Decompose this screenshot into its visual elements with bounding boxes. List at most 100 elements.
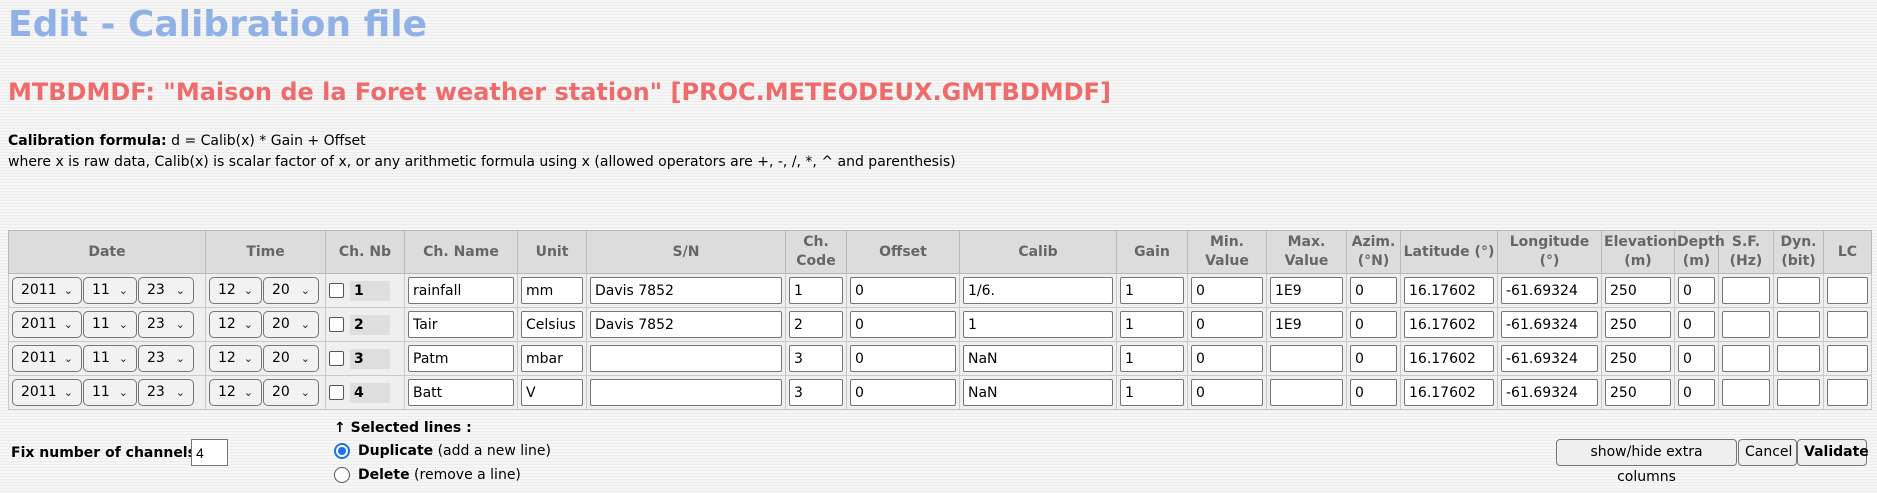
minute-select[interactable]: 20⌄ — [263, 345, 319, 372]
gain-input[interactable] — [1120, 311, 1184, 338]
month-select[interactable]: 11⌄ — [83, 379, 137, 406]
sn-input[interactable] — [590, 311, 782, 338]
year-select[interactable]: 2011⌄ — [12, 277, 82, 304]
offset-input[interactable] — [850, 379, 956, 406]
elevation-input[interactable] — [1605, 277, 1671, 304]
ch-name-input[interactable] — [408, 277, 514, 304]
azim-input[interactable] — [1350, 379, 1397, 406]
dyn-input[interactable] — [1777, 345, 1820, 372]
depth-input[interactable] — [1678, 311, 1715, 338]
month-select[interactable]: 11⌄ — [83, 311, 137, 338]
azim-input[interactable] — [1350, 345, 1397, 372]
unit-input[interactable] — [521, 311, 583, 338]
max-value-input[interactable] — [1270, 379, 1343, 406]
year-select[interactable]: 2011⌄ — [12, 345, 82, 372]
row-select-checkbox[interactable] — [329, 351, 344, 367]
cancel-button[interactable]: Cancel — [1738, 439, 1797, 466]
offset-input[interactable] — [850, 277, 956, 304]
unit-input[interactable] — [521, 277, 583, 304]
minute-select[interactable]: 20⌄ — [263, 379, 319, 406]
duplicate-option[interactable]: Duplicate (add a new line) — [334, 443, 551, 459]
latitude-input[interactable] — [1404, 379, 1494, 406]
offset-input[interactable] — [850, 311, 956, 338]
row-select-checkbox[interactable] — [329, 385, 344, 401]
elevation-input[interactable] — [1605, 379, 1671, 406]
depth-input[interactable] — [1678, 277, 1715, 304]
calib-input[interactable] — [963, 311, 1113, 338]
sn-input[interactable] — [590, 277, 782, 304]
max-value-input[interactable] — [1270, 277, 1343, 304]
dyn-input[interactable] — [1777, 277, 1820, 304]
day-select[interactable]: 23⌄ — [138, 379, 194, 406]
ch-name-input[interactable] — [408, 345, 514, 372]
gain-input[interactable] — [1120, 277, 1184, 304]
latitude-input[interactable] — [1404, 311, 1494, 338]
latitude-input[interactable] — [1404, 277, 1494, 304]
longitude-input[interactable] — [1501, 379, 1598, 406]
unit-input[interactable] — [521, 345, 583, 372]
sn-input[interactable] — [590, 379, 782, 406]
lc-input[interactable] — [1827, 379, 1868, 406]
gain-input[interactable] — [1120, 379, 1184, 406]
day-select[interactable]: 23⌄ — [138, 311, 194, 338]
sf-input[interactable] — [1722, 379, 1770, 406]
show-hide-columns-button[interactable]: show/hide extra columns — [1556, 439, 1737, 485]
max-value-input[interactable] — [1270, 345, 1343, 372]
calib-input[interactable] — [963, 379, 1113, 406]
validate-button[interactable]: Validate — [1797, 439, 1869, 466]
ch-code-input[interactable] — [789, 379, 843, 406]
depth-input[interactable] — [1678, 379, 1715, 406]
month-select[interactable]: 11⌄ — [83, 277, 137, 304]
longitude-input[interactable] — [1501, 277, 1598, 304]
gain-input[interactable] — [1120, 345, 1184, 372]
ch-name-input[interactable] — [408, 379, 514, 406]
hour-select[interactable]: 12⌄ — [209, 345, 262, 372]
lc-input[interactable] — [1827, 277, 1868, 304]
offset-input[interactable] — [850, 345, 956, 372]
dyn-input[interactable] — [1777, 379, 1820, 406]
year-select[interactable]: 2011⌄ — [12, 311, 82, 338]
elevation-input[interactable] — [1605, 311, 1671, 338]
delete-radio[interactable] — [334, 467, 350, 483]
ch-code-input[interactable] — [789, 345, 843, 372]
longitude-input[interactable] — [1501, 311, 1598, 338]
duplicate-radio[interactable] — [334, 443, 350, 459]
day-select[interactable]: 23⌄ — [138, 345, 194, 372]
calib-input[interactable] — [963, 277, 1113, 304]
min-value-input[interactable] — [1191, 345, 1263, 372]
ch-name-input[interactable] — [408, 311, 514, 338]
azim-input[interactable] — [1350, 277, 1397, 304]
year-select[interactable]: 2011⌄ — [12, 379, 82, 406]
max-value-input[interactable] — [1270, 311, 1343, 338]
hour-select[interactable]: 12⌄ — [209, 311, 262, 338]
fix-channels-input[interactable] — [191, 439, 228, 466]
depth-input[interactable] — [1678, 345, 1715, 372]
month-select[interactable]: 11⌄ — [83, 345, 137, 372]
hour-select[interactable]: 12⌄ — [209, 379, 262, 406]
delete-option[interactable]: Delete (remove a line) — [334, 467, 521, 483]
min-value-input[interactable] — [1191, 277, 1263, 304]
lc-input[interactable] — [1827, 345, 1868, 372]
sf-input[interactable] — [1722, 311, 1770, 338]
azim-input[interactable] — [1350, 311, 1397, 338]
row-select-checkbox[interactable] — [329, 283, 344, 299]
calib-input[interactable] — [963, 345, 1113, 372]
sf-input[interactable] — [1722, 277, 1770, 304]
unit-input[interactable] — [521, 379, 583, 406]
sf-input[interactable] — [1722, 345, 1770, 372]
longitude-input[interactable] — [1501, 345, 1598, 372]
minute-select[interactable]: 20⌄ — [263, 311, 319, 338]
latitude-input[interactable] — [1404, 345, 1494, 372]
min-value-input[interactable] — [1191, 311, 1263, 338]
dyn-input[interactable] — [1777, 311, 1820, 338]
minute-select[interactable]: 20⌄ — [263, 277, 319, 304]
day-select[interactable]: 23⌄ — [138, 277, 194, 304]
hour-select[interactable]: 12⌄ — [209, 277, 262, 304]
row-select-checkbox[interactable] — [329, 317, 344, 333]
lc-input[interactable] — [1827, 311, 1868, 338]
ch-code-input[interactable] — [789, 277, 843, 304]
elevation-input[interactable] — [1605, 345, 1671, 372]
ch-code-input[interactable] — [789, 311, 843, 338]
min-value-input[interactable] — [1191, 379, 1263, 406]
sn-input[interactable] — [590, 345, 782, 372]
